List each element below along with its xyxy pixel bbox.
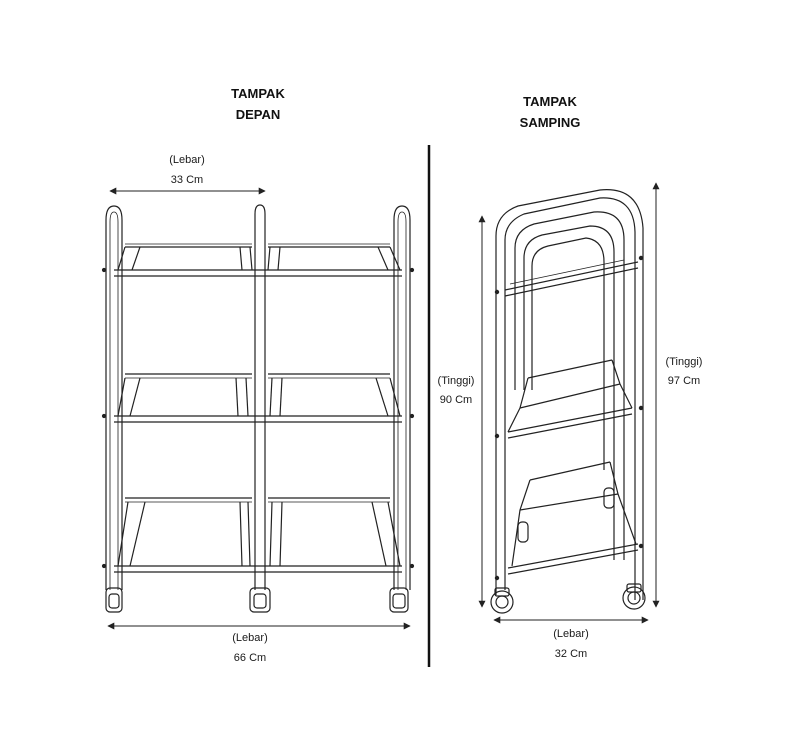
side-bottom-width-label: (Lebar) [553,628,589,640]
front-bottom-width-label: (Lebar) [232,632,268,644]
front-view-title: TAMPAK DEPAN [200,83,316,125]
front-top-width-value: 33 Cm [170,174,204,186]
side-title-line1: TAMPAK [523,94,577,109]
front-bottom-width-value: 66 Cm [233,652,267,664]
front-top-width-label: (Lebar) [169,154,205,166]
front-title-line1: TAMPAK [231,86,285,101]
side-right-height-label: (Tinggi) [665,356,703,368]
front-view-rack [101,204,415,613]
side-bottom-width-value: 32 Cm [554,648,588,660]
side-left-height-label: (Tinggi) [437,375,475,387]
side-left-height-value: 90 Cm [439,394,473,406]
side-view-title: TAMPAK SAMPING [492,91,608,133]
front-title-line2: DEPAN [235,107,281,122]
side-title-line2: SAMPING [519,115,581,130]
side-right-height-value: 97 Cm [667,375,701,387]
side-view-rack [490,189,646,614]
